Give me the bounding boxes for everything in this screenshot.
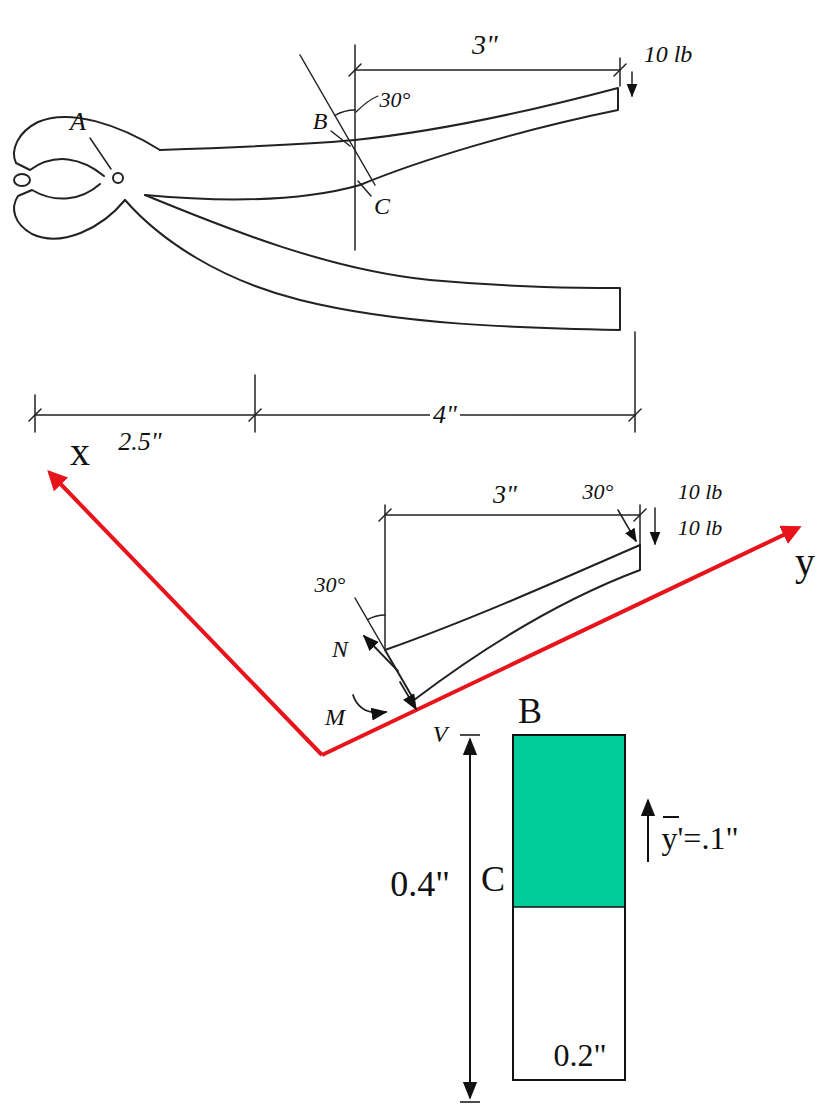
- axis-label: x: [70, 429, 90, 475]
- dimension-label: 3": [472, 29, 498, 61]
- dimension-label: 0.4": [390, 864, 450, 905]
- force-label: 10 lb: [644, 41, 693, 69]
- force-label: 10 lb: [678, 515, 723, 540]
- centroid-label: y'=.1": [662, 820, 739, 857]
- angle-label: 30°: [583, 479, 614, 504]
- force-label: 10 lb: [678, 479, 723, 504]
- angle-label: 30°: [380, 87, 411, 112]
- point-label: A: [70, 107, 86, 137]
- dimension-label: 4": [430, 400, 460, 430]
- point-label: C: [374, 193, 390, 221]
- force-label: N: [332, 636, 348, 664]
- moment-label: M: [325, 704, 345, 732]
- handle-free-body: [353, 505, 655, 713]
- coordinate-axes: [50, 473, 798, 755]
- angle-label: 30°: [315, 572, 346, 597]
- axis-label: y: [795, 539, 815, 585]
- dimension-label: 2.5": [118, 427, 161, 457]
- force-label: V: [433, 721, 448, 749]
- point-label: B: [518, 691, 542, 732]
- dimension-label: 0.2": [553, 1037, 606, 1074]
- point-label: C: [481, 859, 505, 900]
- overbar: [663, 816, 679, 818]
- point-label: B: [313, 108, 328, 136]
- cross-section: [460, 735, 679, 1102]
- pliers-drawing: [14, 45, 641, 432]
- dimension-label: 3": [493, 480, 517, 510]
